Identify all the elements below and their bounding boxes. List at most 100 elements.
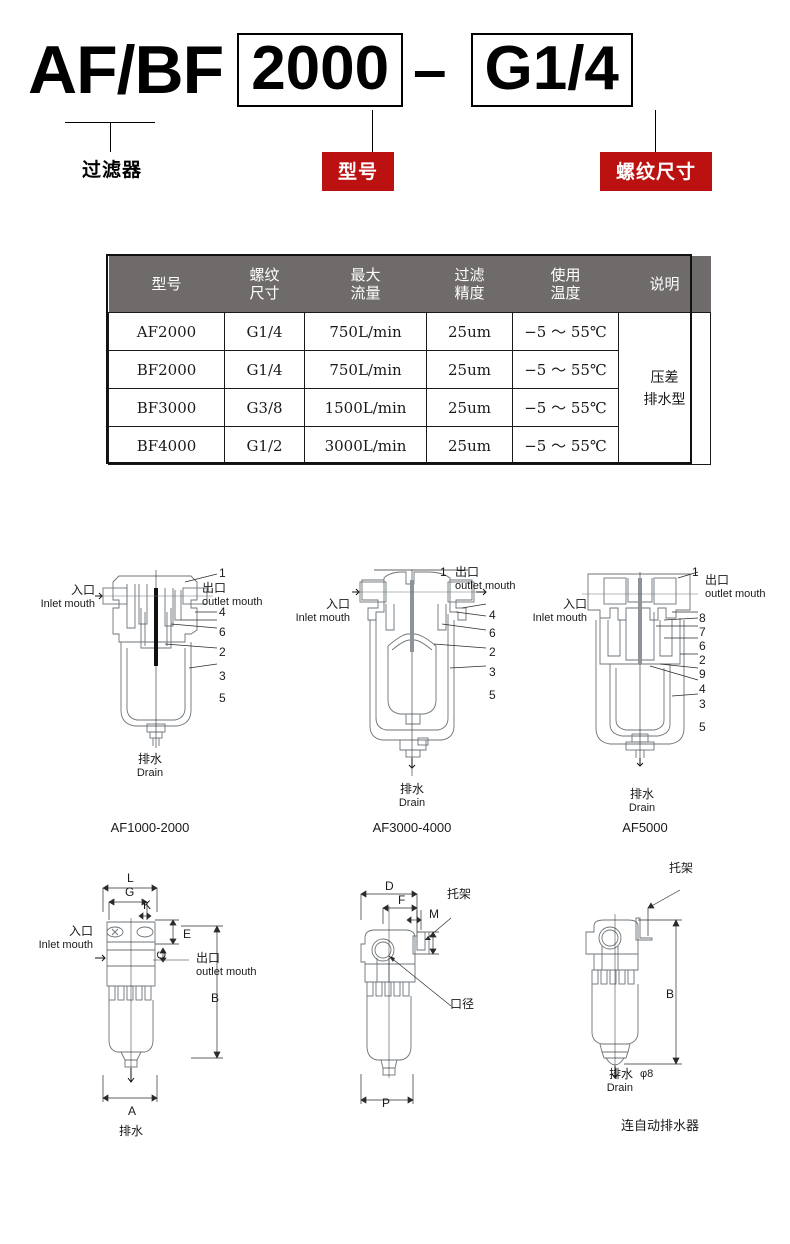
dimension-left-drawing xyxy=(95,884,223,1102)
dim-left-drain-label: 排水 xyxy=(118,1124,143,1138)
series-label: 过滤器 xyxy=(82,159,143,181)
thread-label-chip: 螺纹尺寸 xyxy=(600,152,713,191)
diagram1-callout-1: 1 xyxy=(219,566,226,580)
col-temperature: 使用 温度 xyxy=(512,256,619,313)
col-filtration: 过滤 精度 xyxy=(426,256,513,313)
diagram1-callout-2: 2 xyxy=(219,645,226,659)
cell-filtration: 25um xyxy=(426,350,513,389)
diagram2-callout-1: 1 xyxy=(440,565,447,579)
dim-right-caption: 连自动排水器 xyxy=(620,1119,699,1134)
diagram3-callout-4: 4 xyxy=(699,682,706,696)
diagram3-drain-label: 排水 Drain xyxy=(628,787,656,815)
dimension-right-drawing xyxy=(585,889,682,1079)
dim-middle-bore-label: 口径 xyxy=(450,997,475,1011)
cell-filtration: 25um xyxy=(426,388,513,427)
diagram3-callout-5: 5 xyxy=(699,720,706,734)
dim-right-bracket-label: 托架 xyxy=(669,861,694,875)
diagram2-callout-2: 2 xyxy=(489,645,496,659)
table-header-row: 型号 螺纹 尺寸 最大 流量 过滤 精度 使用 温度 说明 xyxy=(108,256,711,313)
cell-filtration: 25um xyxy=(426,426,513,465)
dim-middle-M: M xyxy=(429,907,439,921)
col-model: 型号 xyxy=(108,256,225,313)
model-code-row: AF/BF 2000 – G1/4 xyxy=(28,32,633,108)
diagram1-callout-3: 3 xyxy=(219,669,226,683)
cell-flow: 750L/min xyxy=(304,312,427,351)
dim-left-L: L xyxy=(127,871,134,885)
af1000-2000-drawing xyxy=(95,570,218,748)
diagram2-drain-label: 排水 Drain xyxy=(398,782,426,810)
diagram2-callout-4: 4 xyxy=(489,608,496,622)
diagram3-callout-7: 7 xyxy=(699,625,706,639)
dimension-drawing-left xyxy=(95,870,295,1130)
model-label-chip: 型号 xyxy=(322,152,395,191)
diagram3-caption: AF5000 xyxy=(622,820,668,835)
dim-right-B: B xyxy=(666,987,675,1001)
col-remark: 说明 xyxy=(618,256,711,313)
thread-code-box: G1/4 xyxy=(470,33,633,107)
dim-left-B: B xyxy=(211,991,220,1005)
dimension-drawing-right xyxy=(580,878,770,1128)
cell-model: AF2000 xyxy=(108,312,225,351)
col-flow: 最大 流量 xyxy=(304,256,427,313)
dim-left-C: C xyxy=(154,950,169,960)
dim-middle-bracket-label: 托架 xyxy=(447,887,472,901)
dim-left-outlet-label: 出口 outlet mouth xyxy=(196,951,257,979)
diagram3-callout-9: 9 xyxy=(699,667,706,681)
dimension-drawing-middle xyxy=(355,878,545,1128)
dimension-middle-drawing xyxy=(360,890,452,1104)
cell-flow: 3000L/min xyxy=(304,426,427,465)
diagram2-callout-3: 3 xyxy=(489,665,496,679)
diagram2-callout-6: 6 xyxy=(489,626,496,640)
dim-left-E: E xyxy=(183,927,192,941)
diagram1-drain-label: 排水 Drain xyxy=(136,752,164,780)
series-leader-vertical xyxy=(110,122,111,152)
af5000-drawing xyxy=(582,571,699,767)
model-leader-vertical xyxy=(372,110,373,152)
dim-middle-F: F xyxy=(398,893,406,907)
diagram3-callout-3: 3 xyxy=(699,697,706,711)
cell-model: BF3000 xyxy=(108,388,225,427)
cell-temperature: −5 ～ 55℃ xyxy=(512,312,619,351)
model-code-header: AF/BF 2000 – G1/4 过滤器 型号 螺纹尺寸 xyxy=(0,0,790,200)
table-row: BF2000 G1/4 750L/min 25um −5 ～ 55℃ xyxy=(108,350,711,389)
diagram1-outlet-label: 出口 outlet mouth xyxy=(202,581,263,609)
spec-table: 型号 螺纹 尺寸 最大 流量 过滤 精度 使用 温度 说明 AF20 xyxy=(108,256,711,465)
diagram-af5000 xyxy=(580,568,710,768)
model-code-box: 2000 xyxy=(237,33,404,107)
diagram-af3000-4000 xyxy=(350,568,500,778)
dim-right-drain-label: 排水 Drain xyxy=(606,1067,633,1095)
diagram2-outlet-label: 出口 outlet mouth xyxy=(455,565,516,593)
table-row: BF3000 G3/8 1500L/min 25um −5 ～ 55℃ xyxy=(108,388,711,427)
cell-thread: G1/4 xyxy=(224,312,305,351)
diagram3-outlet-label: 出口 outlet mouth xyxy=(705,573,766,601)
cell-thread: G3/8 xyxy=(224,388,305,427)
diagram2-caption: AF3000-4000 xyxy=(372,820,452,835)
cell-thread: G1/2 xyxy=(224,426,305,465)
diagram1-callout-6: 6 xyxy=(219,625,226,639)
diagram1-callout-5: 5 xyxy=(219,691,226,705)
cell-flow: 1500L/min xyxy=(304,388,427,427)
cell-temperature: −5 ～ 55℃ xyxy=(512,388,619,427)
diagram2-inlet-label: 入口 Inlet mouth xyxy=(295,597,350,625)
col-thread: 螺纹 尺寸 xyxy=(224,256,305,313)
diagram1-caption: AF1000-2000 xyxy=(110,820,190,835)
cell-temperature: −5 ～ 55℃ xyxy=(512,426,619,465)
thread-leader-vertical xyxy=(655,110,656,152)
diagram3-inlet-label: 入口 Inlet mouth xyxy=(532,597,587,625)
diagram2-callout-5: 5 xyxy=(489,688,496,702)
cell-flow: 750L/min xyxy=(304,350,427,389)
diagram3-callout-8: 8 xyxy=(699,611,706,625)
diagram3-callout-2: 2 xyxy=(699,653,706,667)
cell-filtration: 25um xyxy=(426,312,513,351)
diagram3-callout-1: 1 xyxy=(692,565,699,579)
diagram-af1000-2000 xyxy=(95,568,245,748)
af3000-4000-drawing xyxy=(352,569,487,776)
diagram1-inlet-label: 入口 Inlet mouth xyxy=(40,583,95,611)
cell-temperature: −5 ～ 55℃ xyxy=(512,350,619,389)
diagram3-callout-6: 6 xyxy=(699,639,706,653)
cell-remark: 压差 排水型 xyxy=(618,312,711,465)
diagram1-callout-4: 4 xyxy=(219,605,226,619)
table-row: AF2000 G1/4 750L/min 25um −5 ～ 55℃ 压差 排水… xyxy=(108,312,711,465)
cell-thread: G1/4 xyxy=(224,350,305,389)
